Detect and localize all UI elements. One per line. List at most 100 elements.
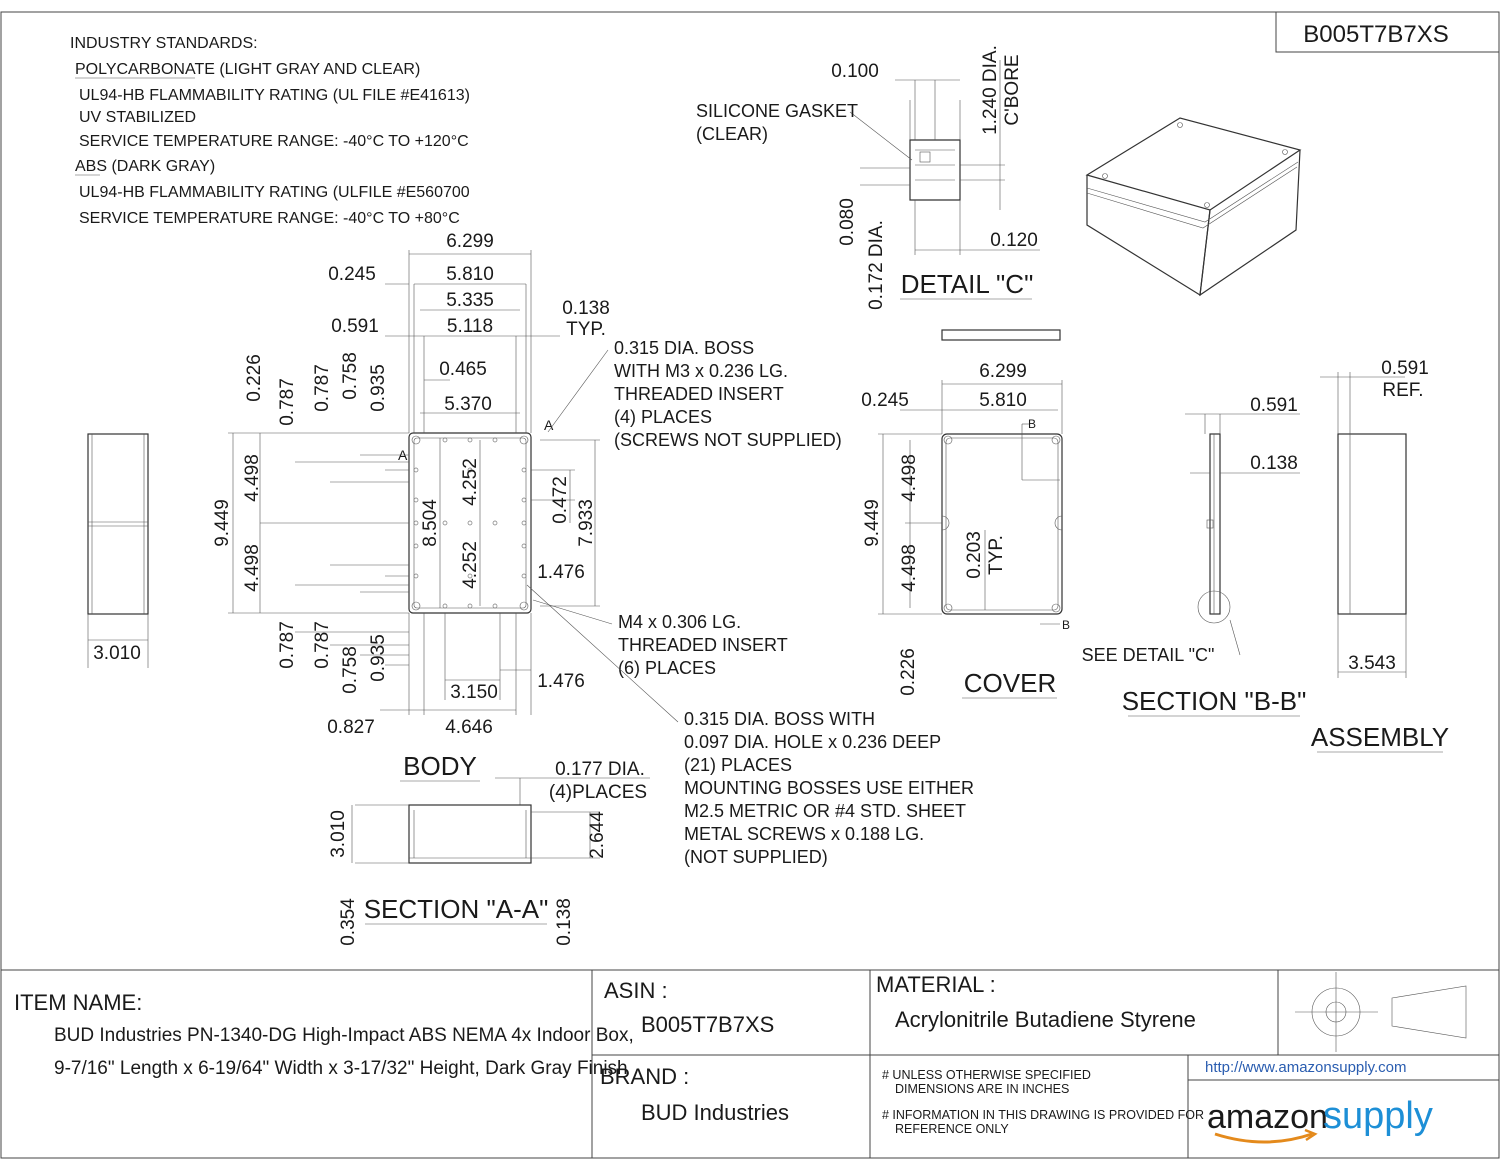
mounting-bosses xyxy=(413,437,527,609)
dim-0080: 0.080 xyxy=(837,198,858,246)
body-left-dim-lines xyxy=(228,432,409,614)
dim-1476: 1.476 xyxy=(537,562,585,583)
dim-0245: 0.245 xyxy=(861,390,909,411)
dim-0787: 0.787 xyxy=(312,364,333,412)
standard-line: SERVICE TEMPERATURE RANGE: -40°C TO +80°… xyxy=(79,210,460,227)
dim-0591: 0.591 xyxy=(331,316,379,337)
svg-text:THREADED INSERT: THREADED INSERT xyxy=(614,384,784,404)
dim-5118: 5.118 xyxy=(447,316,493,337)
assembly-title: ASSEMBLY xyxy=(1311,722,1449,752)
svg-text:0.097 DIA. HOLE x 0.236 DEEP: 0.097 DIA. HOLE x 0.236 DEEP xyxy=(684,732,941,752)
logo-supply: supply xyxy=(1323,1095,1433,1137)
dim-6299: 6.299 xyxy=(446,231,494,252)
mounting-boss-note: 0.315 DIA. BOSS WITH 0.097 DIA. HOLE x 0… xyxy=(526,584,974,867)
svg-text:THREADED INSERT: THREADED INSERT xyxy=(618,635,788,655)
material-label: MATERIAL : xyxy=(876,972,996,997)
body-view-title: BODY xyxy=(403,751,477,781)
dim-3010: 3.010 xyxy=(328,810,349,858)
svg-text:M4 x 0.306 LG.: M4 x 0.306 LG. xyxy=(618,612,741,632)
dim-0354: 0.354 xyxy=(338,898,359,946)
dim-5370: 5.370 xyxy=(444,394,492,415)
side-outline xyxy=(87,433,149,615)
svg-text:0.315 DIA. BOSS: 0.315 DIA. BOSS xyxy=(614,338,754,358)
asin-value: B005T7B7XS xyxy=(641,1012,774,1037)
assembly-outline xyxy=(1337,433,1407,615)
dim-3010: 3.010 xyxy=(93,643,141,664)
reference-note: # INFORMATION IN THIS DRAWING IS PROVIDE… xyxy=(882,1108,1204,1122)
detail-c-profile xyxy=(909,139,961,201)
dim-0827: 0.827 xyxy=(327,717,375,738)
detail-c-view: 0.100 1.240 DIA. C'BORE SILICONE GASKET … xyxy=(696,45,1040,310)
assembly-view: 0.591 REF. 3.543 ASSEMBLY xyxy=(1311,358,1449,753)
unit-note: # UNLESS OTHERWISE SPECIFIED xyxy=(882,1068,1091,1082)
dim-5810: 5.810 xyxy=(446,264,494,285)
body-top-dim-lines xyxy=(385,250,560,433)
standard-line: ABS (DARK GRAY) xyxy=(75,158,215,175)
svg-text:0.177 DIA.: 0.177 DIA. xyxy=(555,759,645,780)
section-aa-outline xyxy=(408,804,532,864)
dim-3150: 3.150 xyxy=(450,682,498,703)
section-aa-title: SECTION "A-A" xyxy=(364,894,549,924)
smile-icon xyxy=(1214,1132,1313,1144)
section-bb-outline xyxy=(1209,433,1221,615)
logo-amazon: amazon xyxy=(1207,1098,1328,1136)
reference-note: REFERENCE ONLY xyxy=(895,1122,1009,1136)
dim-0758: 0.758 xyxy=(340,646,361,694)
dim-1476: 1.476 xyxy=(537,671,585,692)
industry-standards: INDUSTRY STANDARDS: POLYCARBONATE (LIGHT… xyxy=(70,35,470,227)
dim-6299: 6.299 xyxy=(979,361,1027,382)
dim-ref: REF. xyxy=(1382,380,1423,401)
dim-5335: 5.335 xyxy=(446,290,494,311)
svg-text:0.315 DIA. BOSS WITH: 0.315 DIA. BOSS WITH xyxy=(684,709,875,729)
svg-text:M2.5 METRIC OR #4 STD. SHEET: M2.5 METRIC OR #4 STD. SHEET xyxy=(684,801,966,821)
section-bb-title: SECTION "B-B" xyxy=(1122,686,1307,716)
dim-3543: 3.543 xyxy=(1348,653,1396,674)
svg-text:(6) PLACES: (6) PLACES xyxy=(618,658,716,678)
standard-line: UL94-HB FLAMMABILITY RATING (UL FILE #E4… xyxy=(79,87,470,104)
body-left-dims: 0.226 0.787 0.787 0.758 0.935 9.449 4.49… xyxy=(212,352,389,592)
dim-typ: TYP. xyxy=(566,319,606,340)
svg-text:METAL SCREWS x 0.188 LG.: METAL SCREWS x 0.188 LG. xyxy=(684,824,924,844)
title-block: ITEM NAME: BUD Industries PN-1340-DG Hig… xyxy=(1,969,1499,1158)
part-number-box xyxy=(1275,11,1500,53)
dim-0935: 0.935 xyxy=(368,364,389,412)
dim-0787: 0.787 xyxy=(277,378,298,426)
body-side-view: 3.010 xyxy=(87,433,149,668)
asin-label: ASIN : xyxy=(604,978,668,1003)
detail-c-title: DETAIL "C" xyxy=(901,269,1034,299)
svg-text:(21) PLACES: (21) PLACES xyxy=(684,755,792,775)
cover-edge-view xyxy=(941,329,1061,341)
website-link[interactable]: http://www.amazonsupply.com xyxy=(1205,1059,1406,1076)
dim-0472: 0.472 xyxy=(550,476,571,524)
see-detail-note: SEE DETAIL "C" xyxy=(1082,645,1215,665)
body-bottom-dim-lines xyxy=(295,613,532,715)
dim-0100: 0.100 xyxy=(831,61,879,82)
brand-label: BRAND : xyxy=(600,1064,689,1089)
dim-typ: TYP. xyxy=(986,535,1007,575)
dim-8504: 8.504 xyxy=(420,499,441,547)
unit-note: DIMENSIONS ARE IN INCHES xyxy=(895,1082,1069,1096)
body-view: 6.299 0.245 5.810 5.335 0.138 TYP. 0.591… xyxy=(212,231,610,782)
dim-4498: 4.498 xyxy=(242,544,263,592)
cbore-note: C'BORE xyxy=(1002,54,1023,125)
dim-4252: 4.252 xyxy=(460,458,481,506)
svg-text:(NOT SUPPLIED): (NOT SUPPLIED) xyxy=(684,847,828,867)
dim-4498: 4.498 xyxy=(899,544,920,592)
standard-line: SERVICE TEMPERATURE RANGE: -40°C TO +120… xyxy=(79,133,469,150)
dim-4646: 4.646 xyxy=(445,717,493,738)
drawing-border xyxy=(0,11,1500,1159)
dim-0138: 0.138 xyxy=(554,898,575,946)
standard-line: POLYCARBONATE (LIGHT GRAY AND CLEAR) xyxy=(75,61,420,78)
boss-insert-note: 0.315 DIA. BOSS WITH M3 x 0.236 LG. THRE… xyxy=(547,338,842,450)
dim-0787: 0.787 xyxy=(312,621,333,669)
section-marker-a: A xyxy=(544,417,554,433)
dim-0226: 0.226 xyxy=(898,648,919,696)
brand-value: BUD Industries xyxy=(641,1100,789,1125)
standard-line: UL94-HB FLAMMABILITY RATING (ULFILE #E56… xyxy=(79,184,470,201)
standards-heading: INDUSTRY STANDARDS: xyxy=(70,35,258,52)
dim-0138: 0.138 xyxy=(562,298,610,319)
standard-line: UV STABILIZED xyxy=(79,109,196,126)
isometric-box xyxy=(1085,117,1302,297)
svg-text:(4) PLACES: (4) PLACES xyxy=(614,407,712,427)
svg-text:MOUNTING BOSSES USE EITHER: MOUNTING BOSSES USE EITHER xyxy=(684,778,974,798)
